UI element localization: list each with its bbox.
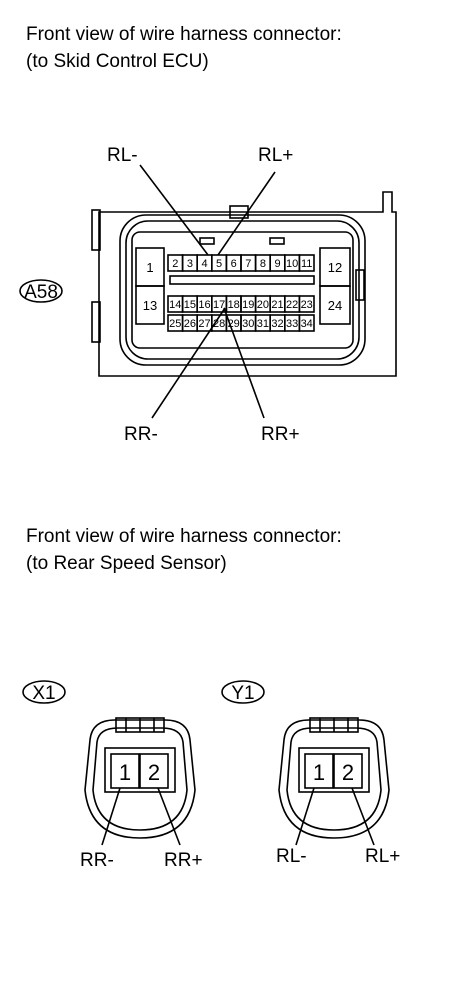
ecu-pin-7: 7: [245, 258, 251, 270]
ecu-pin-3: 3: [187, 258, 193, 270]
rl-minus-leader: [139, 164, 209, 256]
ecu-pin-29: 29: [228, 318, 240, 330]
x1-cell-1: [110, 753, 140, 789]
ecu-cell-24: [319, 285, 351, 325]
ecu-label-rl-minus: RL-: [107, 145, 138, 166]
x1-pin-2: 2: [148, 760, 160, 785]
x1-connector-tag: X1: [32, 683, 55, 704]
ecu-cell-34: [298, 314, 315, 332]
ecu-pin-34: 34: [301, 318, 313, 330]
ecu-pin-32: 32: [271, 318, 283, 330]
ecu-pin-16: 16: [198, 299, 210, 311]
ecu-pin-17: 17: [213, 299, 225, 311]
a58-tag-oval: [19, 279, 63, 303]
y1-connector-housing: [278, 717, 390, 846]
ecu-pin-8: 8: [260, 258, 266, 270]
ecu-pin-24: 24: [328, 298, 342, 313]
y1-cell-2: [333, 753, 363, 789]
y1-cell-1: [304, 753, 334, 789]
ecu-pin-21: 21: [271, 299, 283, 311]
x1-cell-2: [139, 753, 169, 789]
ecu-label-rr-minus: RR-: [124, 424, 158, 445]
ecu-pin-30: 30: [242, 318, 254, 330]
ecu-label-rr-plus: RR+: [261, 424, 300, 445]
ecu-pin-11: 11: [301, 258, 312, 270]
y1-pin-1: 1: [313, 760, 325, 785]
ecu-pin-22: 22: [286, 299, 298, 311]
x1-pin-1: 1: [119, 760, 131, 785]
ecu-cell-13: [135, 285, 165, 325]
ecu-pin-12: 12: [328, 260, 342, 275]
y1-tag-oval: [221, 680, 265, 704]
y1-connector-tag: Y1: [231, 683, 254, 704]
ecu-pin-1: 1: [146, 260, 153, 275]
ecu-pin-19: 19: [242, 299, 254, 311]
ecu-pin-10: 10: [286, 258, 298, 270]
y1-label-rl-plus: RL+: [365, 846, 400, 867]
rr-minus-leader: [151, 307, 226, 419]
ecu-pin-4: 4: [201, 258, 207, 270]
x1-label-rr-minus: RR-: [80, 850, 114, 871]
ecu-pin-28: 28: [213, 318, 225, 330]
ecu-pin-31: 31: [257, 318, 269, 330]
ecu-pin-25: 25: [169, 318, 181, 330]
ecu-pin-26: 26: [184, 318, 196, 330]
ecu-heading-line2: (to Skid Control ECU): [26, 51, 209, 72]
ecu-pin-14: 14: [169, 299, 181, 311]
ecu-cell-23: [298, 295, 315, 313]
ecu-pin-27: 27: [198, 318, 210, 330]
y1-pin-2: 2: [342, 760, 354, 785]
x1-label-rr-plus: RR+: [164, 850, 203, 871]
ecu-label-rl-plus: RL+: [258, 145, 293, 166]
rr-plus-leader: [223, 307, 265, 419]
ecu-latch-bar: [169, 275, 315, 285]
ecu-pin-9: 9: [274, 258, 280, 270]
ecu-pin-grid: [167, 254, 315, 332]
ecu-pin-20: 20: [257, 299, 269, 311]
ecu-cell-11: [298, 254, 315, 272]
x1-tag-oval: [22, 680, 66, 704]
x1-connector-housing: [84, 717, 196, 846]
ecu-pin-5: 5: [216, 258, 222, 270]
ecu-pin-6: 6: [231, 258, 237, 270]
ecu-connector-tag: A58: [24, 282, 58, 303]
rl-plus-leader: [217, 171, 276, 256]
ecu-pin-15: 15: [184, 299, 196, 311]
sensor-heading-line2: (to Rear Speed Sensor): [26, 553, 227, 574]
sensor-heading-line1: Front view of wire harness connector:: [26, 526, 342, 547]
ecu-pin-33: 33: [286, 318, 298, 330]
ecu-heading-line1: Front view of wire harness connector:: [26, 24, 342, 45]
y1-label-rl-minus: RL-: [276, 846, 307, 867]
ecu-pin-23: 23: [301, 299, 313, 311]
ecu-pin-13: 13: [143, 298, 157, 313]
ecu-pin-2: 2: [172, 258, 178, 270]
ecu-pin-18: 18: [228, 299, 240, 311]
